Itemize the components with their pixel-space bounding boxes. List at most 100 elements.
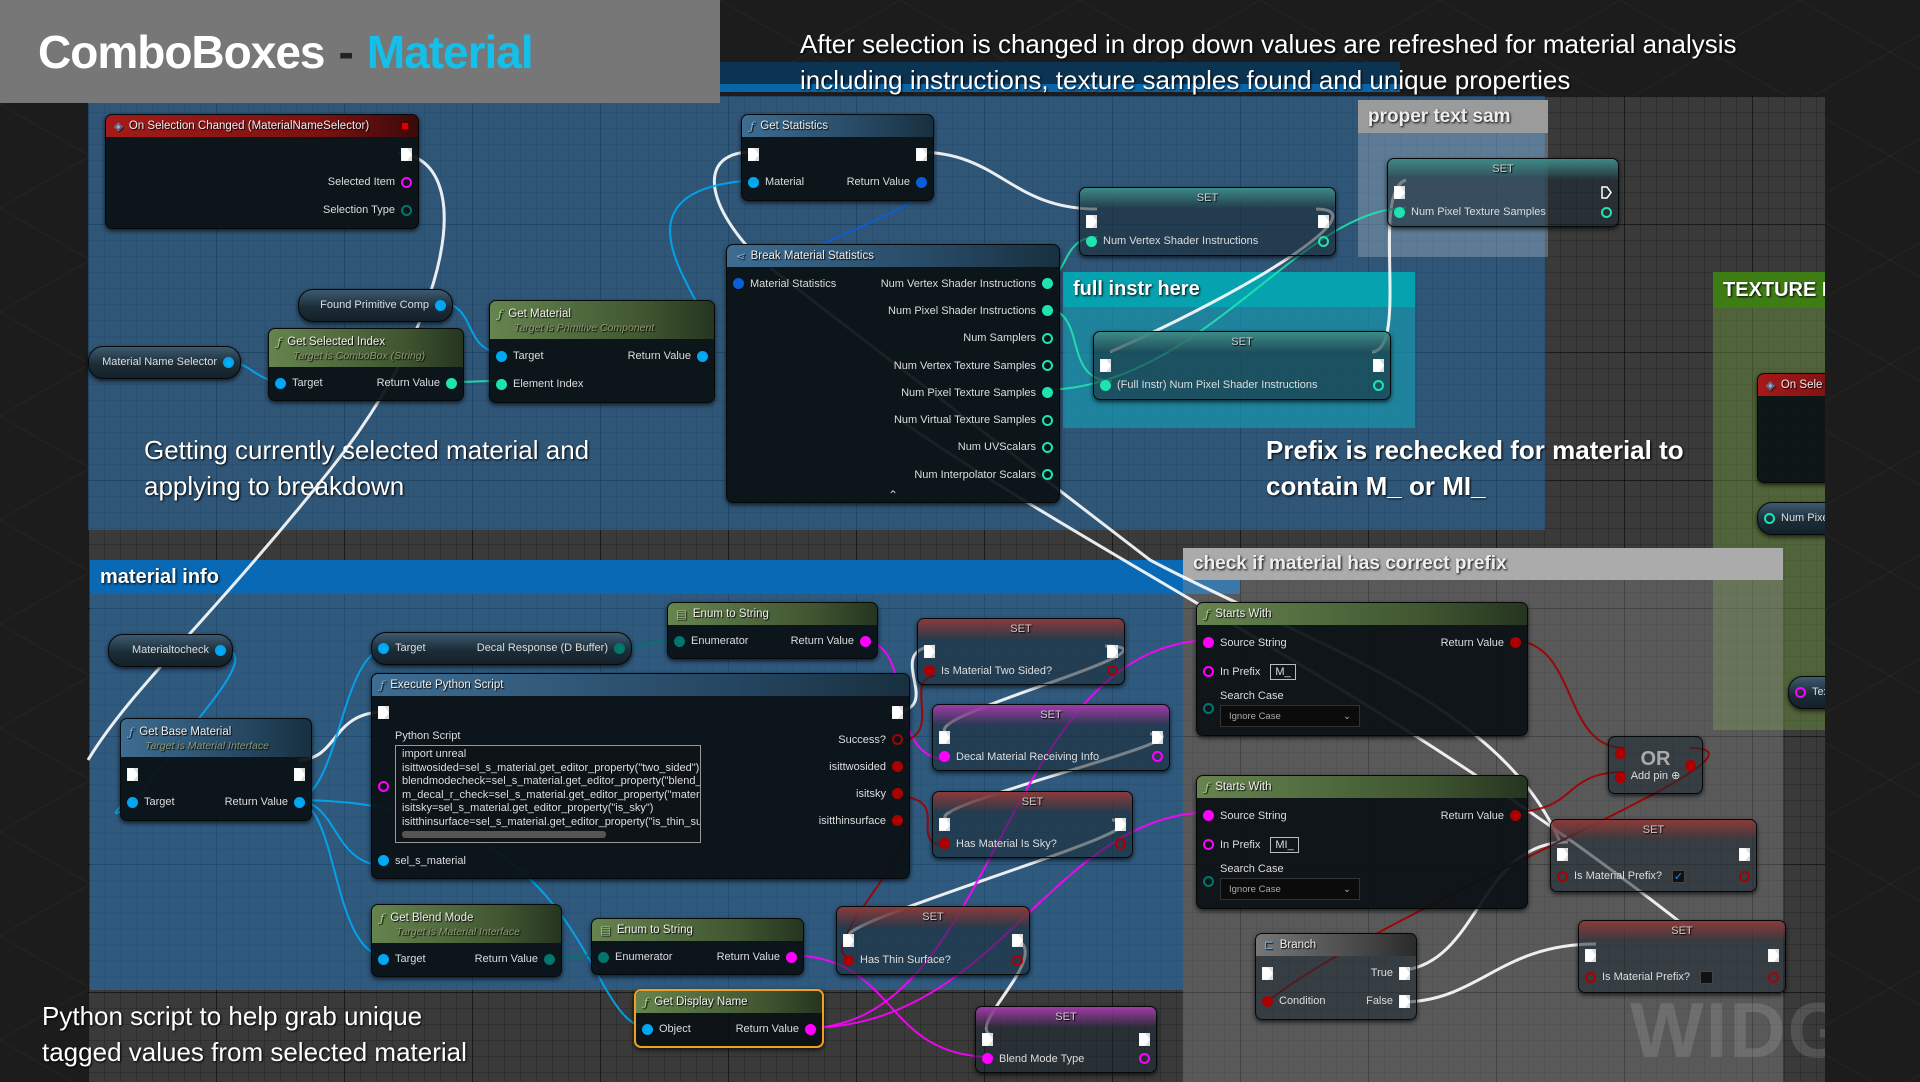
exec-pin[interactable]	[1585, 948, 1596, 962]
exec-pin[interactable]	[1739, 847, 1750, 861]
object-pin[interactable]	[275, 377, 286, 389]
bool-pin[interactable]	[892, 734, 903, 745]
string-pin[interactable]	[378, 781, 389, 792]
node-header[interactable]: SET	[1094, 332, 1390, 352]
exec-pin[interactable]	[1399, 994, 1410, 1008]
string-pin[interactable]	[1203, 637, 1214, 648]
node-header[interactable]: SET	[976, 1007, 1156, 1027]
exec-pin[interactable]	[1139, 1033, 1150, 1046]
node-header[interactable]: SET	[1579, 921, 1785, 941]
exec-pin[interactable]	[1557, 847, 1568, 861]
int-pin[interactable]	[1373, 379, 1384, 391]
bool-pin[interactable]	[1768, 971, 1779, 983]
bool-pin[interactable]	[1510, 637, 1521, 648]
exec-pin[interactable]	[892, 706, 903, 719]
node-header[interactable]: ▤Enum to String	[592, 919, 803, 941]
int-pin[interactable]	[1394, 206, 1405, 218]
checkbox[interactable]	[1700, 970, 1714, 984]
bool-pin[interactable]	[1012, 954, 1023, 966]
exec-pin[interactable]	[1115, 818, 1126, 831]
string-pin[interactable]	[1795, 686, 1806, 698]
bool-pin[interactable]	[924, 665, 935, 676]
expand-arrow-icon[interactable]: ⌃	[887, 488, 899, 503]
string-pin[interactable]	[982, 1053, 993, 1064]
object-pin[interactable]	[496, 350, 507, 362]
texture-comment[interactable]: TEXTURE I	[1713, 272, 1825, 730]
string-pin[interactable]	[1152, 751, 1163, 762]
byte-pin[interactable]	[1203, 703, 1214, 714]
int-pin[interactable]	[1042, 387, 1053, 399]
exec-pin[interactable]	[982, 1033, 993, 1046]
exec-pin[interactable]	[1086, 214, 1097, 228]
prefix-input[interactable]: MI_	[1270, 836, 1299, 853]
on-sel-2-node[interactable]: ◈On Sele	[1757, 373, 1825, 483]
object-pin[interactable]	[215, 644, 226, 656]
bool-pin[interactable]	[939, 838, 950, 849]
search-case-dropdown[interactable]: Ignore Case⌄	[1220, 878, 1360, 900]
object-pin[interactable]	[378, 855, 389, 866]
object-pin[interactable]	[378, 953, 389, 965]
set-full-instr-node[interactable]: SET(Full Instr) Num Pixel Shader Instruc…	[1093, 331, 1391, 400]
node-header[interactable]: SET	[918, 619, 1124, 639]
object-pin[interactable]	[378, 642, 389, 654]
bool-pin[interactable]	[1739, 870, 1750, 882]
exec-pin[interactable]	[1399, 966, 1410, 980]
exec-pin[interactable]	[1768, 948, 1779, 962]
exec-pin[interactable]	[1012, 933, 1023, 947]
bool-pin[interactable]	[1510, 810, 1521, 821]
exec-pin[interactable]	[916, 147, 927, 161]
bool-pin[interactable]	[1557, 870, 1568, 882]
prefix-input[interactable]: M_	[1270, 663, 1296, 680]
num-pixel-pill-node[interactable]: Num Pixel	[1757, 502, 1825, 535]
node-header[interactable]: SET	[1388, 159, 1618, 179]
string-pin[interactable]	[1139, 1053, 1150, 1064]
byte-pin[interactable]	[544, 953, 555, 965]
string-pin[interactable]	[1203, 666, 1214, 677]
object-pin[interactable]	[294, 796, 305, 808]
object-pin[interactable]	[642, 1023, 653, 1035]
comment-title[interactable]: full instr here	[1063, 272, 1415, 307]
node-header[interactable]: ⊏Branch	[1256, 934, 1416, 956]
exec-pin[interactable]	[1152, 731, 1163, 744]
int-pin[interactable]	[496, 378, 507, 390]
object-pin[interactable]	[127, 796, 138, 808]
exec-pin[interactable]	[1394, 185, 1405, 199]
node-header[interactable]: ◈On Selection Changed (MaterialNameSelec…	[106, 115, 418, 137]
int-pin[interactable]	[1042, 441, 1053, 453]
int-pin[interactable]	[1086, 235, 1097, 247]
comment-title[interactable]: proper text sam	[1358, 100, 1548, 133]
exec-pin[interactable]	[1373, 358, 1384, 372]
exec-pin[interactable]	[1107, 645, 1118, 658]
string-pin[interactable]	[805, 1023, 816, 1035]
int-pin[interactable]	[1100, 379, 1111, 391]
bool-pin[interactable]	[1107, 665, 1118, 676]
string-pin[interactable]	[1203, 839, 1214, 850]
bool-pin[interactable]	[892, 761, 903, 772]
string-pin[interactable]	[401, 176, 412, 188]
exec-pin[interactable]	[1100, 358, 1111, 372]
add-pin-button[interactable]: Add pin ⊕	[1631, 769, 1681, 782]
int-pin[interactable]	[1601, 206, 1612, 218]
byte-pin[interactable]	[1203, 876, 1214, 887]
object-pin[interactable]	[223, 356, 234, 368]
node-header[interactable]: SET	[837, 907, 1029, 927]
bool-pin[interactable]	[1262, 995, 1273, 1007]
